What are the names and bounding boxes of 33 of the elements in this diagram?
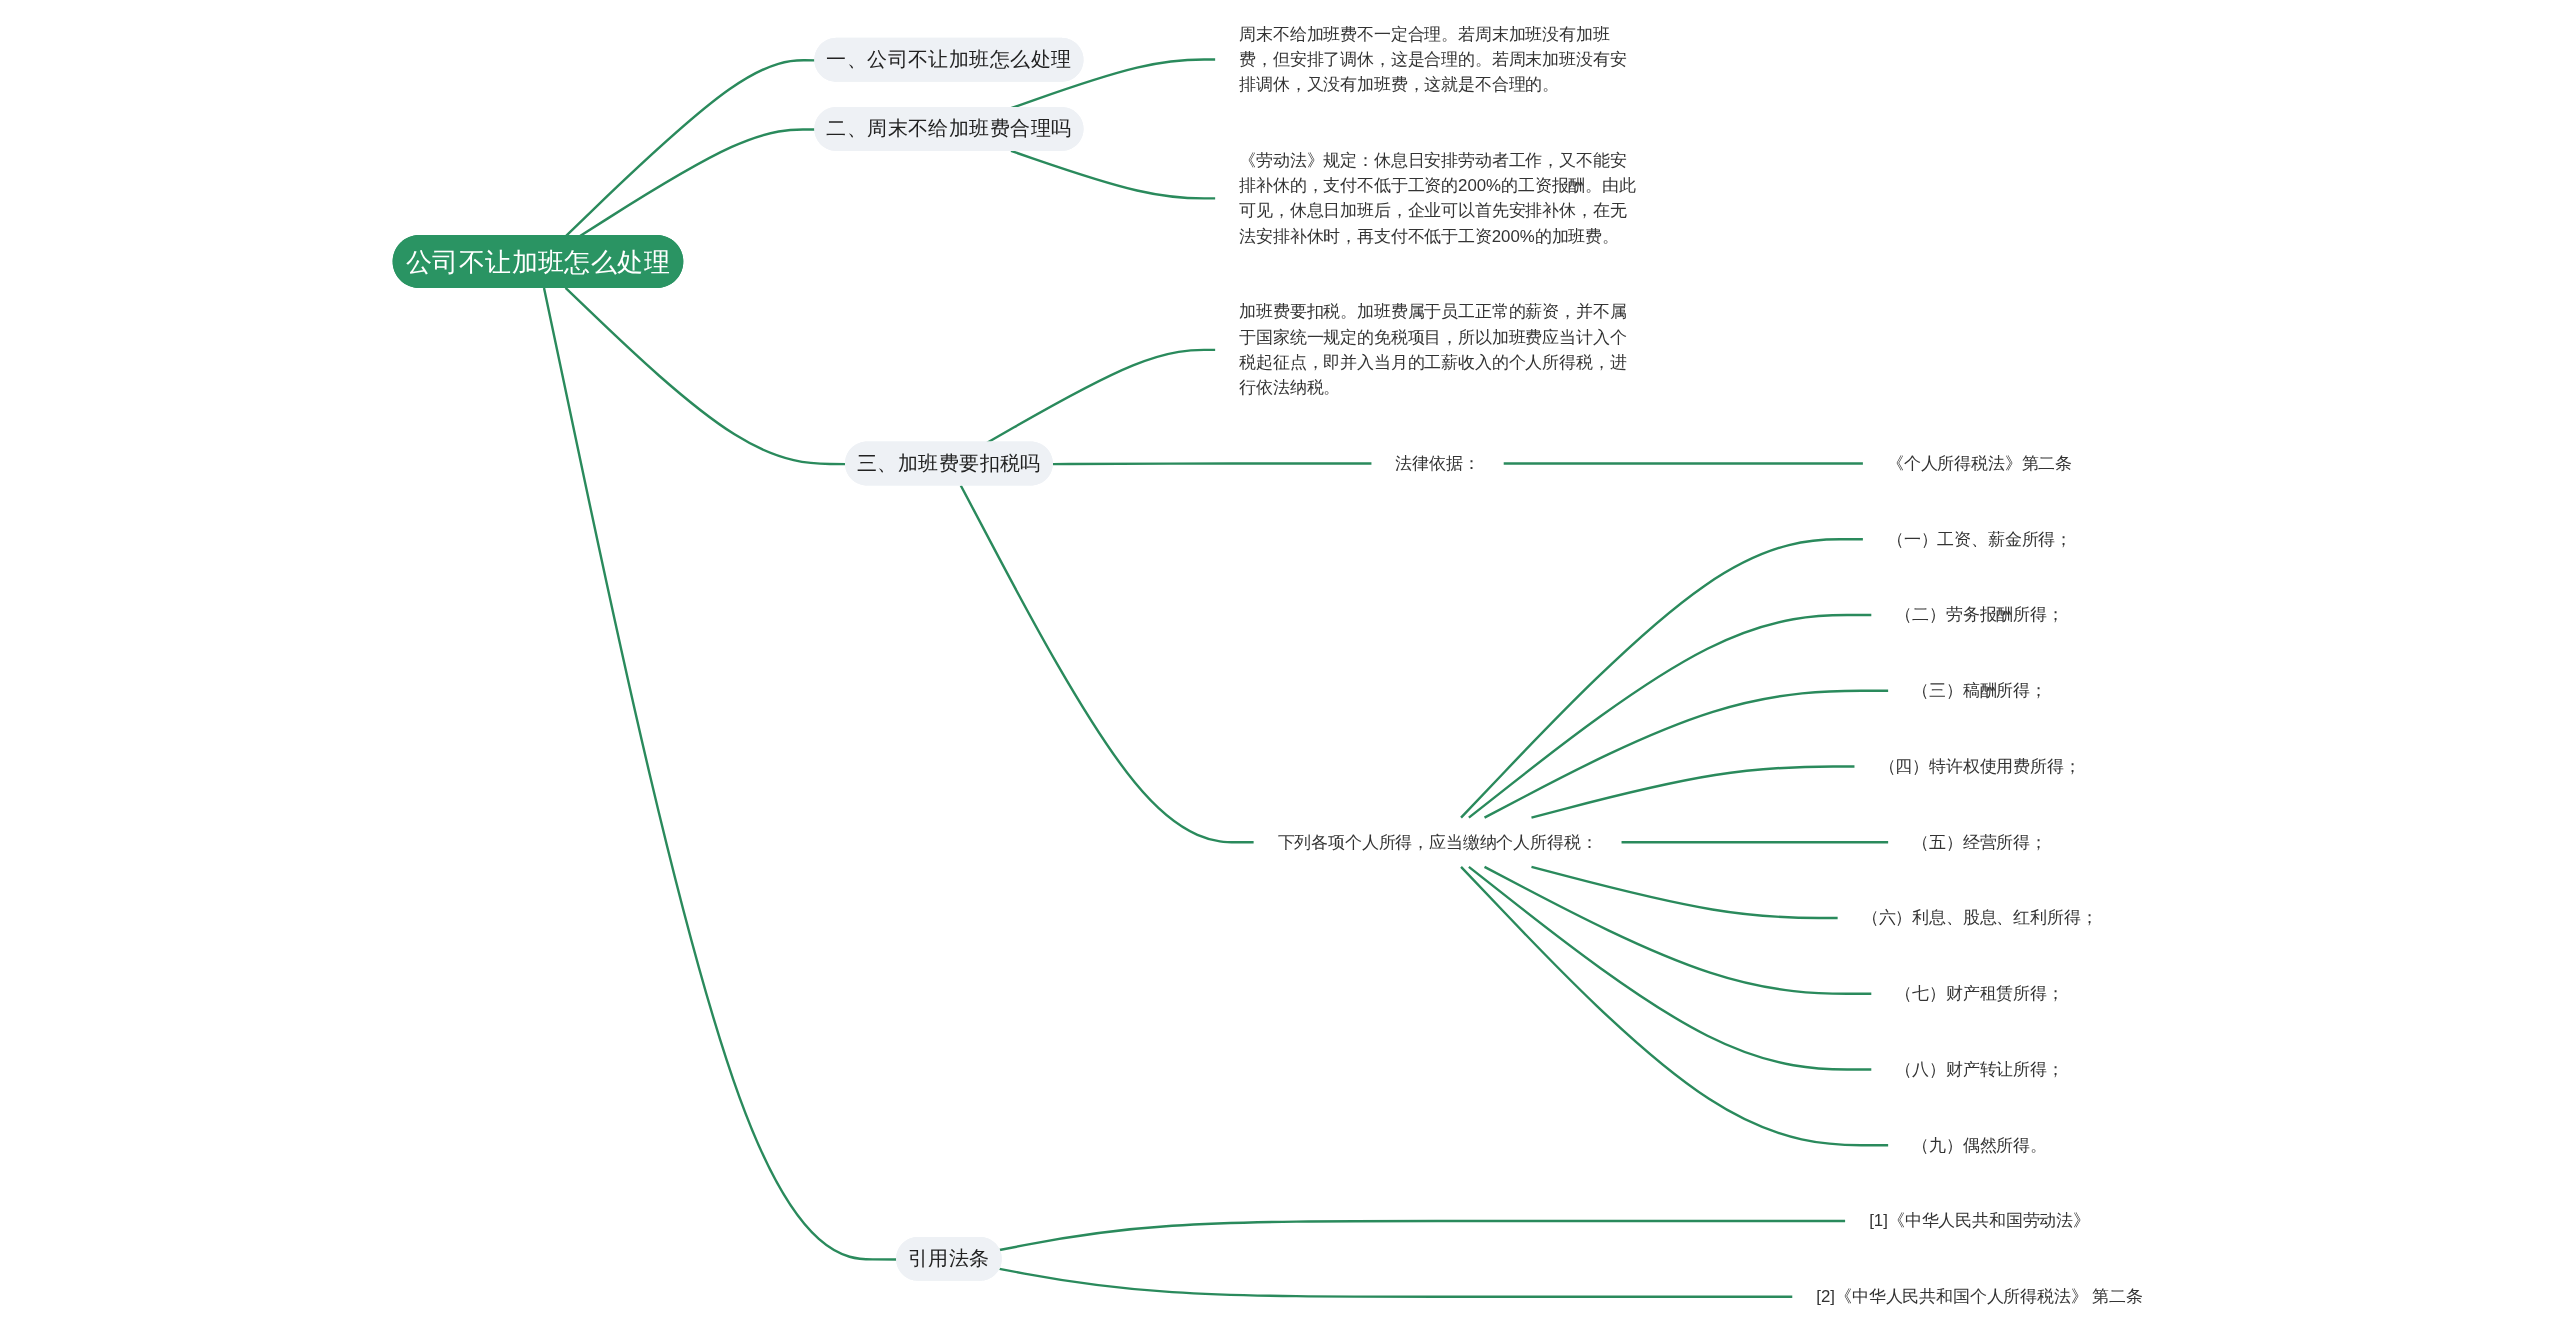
node-text: （一）工资、薪金所得；: [1886, 529, 2073, 549]
connector: [1531, 765, 1855, 819]
node-text: （六）利息、股息、红利所得；: [1861, 907, 2098, 928]
node-text: （七）财产租赁所得；: [1895, 983, 2064, 1003]
connector: [1468, 613, 1872, 819]
node-text: 法律依据：: [1395, 453, 1480, 473]
node-text: 《个人所得税法》第二条: [1886, 453, 2073, 473]
connector: [1010, 149, 1216, 200]
connector: [1621, 841, 1889, 844]
connector: [1483, 865, 1872, 995]
node-text: （八）财产转让所得；: [1895, 1059, 2064, 1079]
connector: [999, 1267, 1793, 1298]
connector: [1460, 538, 1863, 819]
connector: [959, 484, 1254, 844]
node-text: 加班费要扣税。加班费属于员工正常的薪资，并不属于国家统一规定的免税项目，所以加班费应当计入个税起征点，即并入当月的工薪收入的个人所得税，进行依法纳税。: [1239, 301, 1627, 397]
node-text: 《劳动法》规定：休息日安排劳动者工作，又不能安排补休的，支付不低于工资的200%的工资报酬。由此可见，休息日加班后，企业可以首先安排补休，在无法安排补休时，再支付不低于工资200%的加班费。: [1239, 150, 1636, 246]
connector: [999, 1219, 1846, 1252]
node-text: [1]《中华人民共和国劳动法》: [1869, 1210, 2090, 1230]
connector: [1531, 865, 1838, 920]
node-text: [2]《中华人民共和国个人所得税法》 第二条: [1816, 1286, 2143, 1306]
connector: [1503, 462, 1863, 465]
connector: [1460, 866, 1889, 1147]
connector: [1052, 462, 1372, 466]
node-text: （五）经营所得；: [1912, 832, 2047, 852]
node-text: 下列各项个人所得，应当缴纳个人所得税：: [1277, 832, 1598, 852]
node-text: （九）偶然所得。: [1912, 1135, 2047, 1155]
node-text: （四）特许权使用费所得；: [1878, 756, 2081, 776]
node-text: 周末不给加班费不一定合理。若周末加班没有加班费，但安排了调休，这是合理的。若周末加班没有安排调休，又没有加班费，这就是不合理的。: [1239, 24, 1627, 94]
node-text: （三）稿酬所得；: [1912, 680, 2047, 700]
connector: [986, 348, 1216, 444]
node-text: （二）劳务报酬所得；: [1895, 604, 2064, 625]
connector: [1468, 865, 1872, 1071]
connector: [1483, 689, 1889, 819]
